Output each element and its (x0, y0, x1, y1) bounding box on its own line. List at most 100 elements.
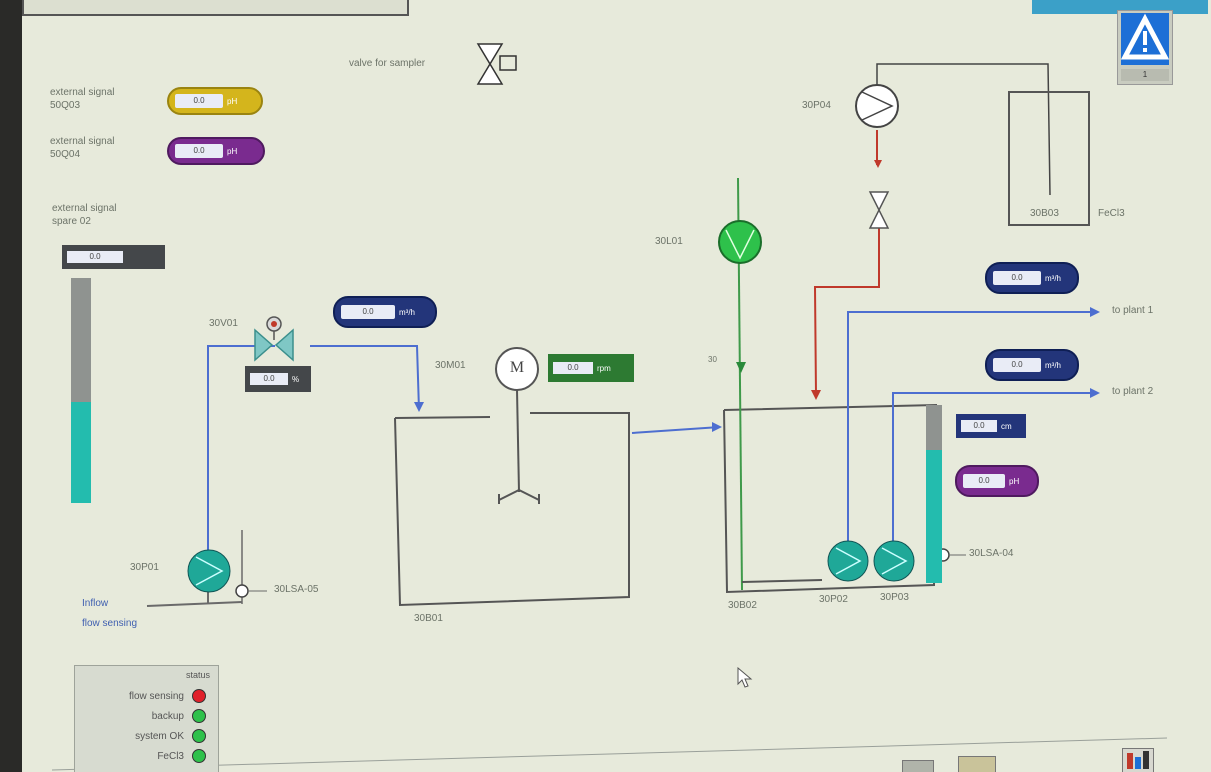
pipe-red-dosing (813, 225, 880, 396)
display-flow-plant1-unit: m³/h (1045, 273, 1061, 283)
display-flow-plant2-value: 0.0 (993, 358, 1041, 372)
label-small-marker: 30 (708, 355, 717, 364)
toolbar-icon-1[interactable] (902, 760, 934, 772)
label-30P01: 30P01 (130, 562, 159, 573)
label-30P04: 30P04 (802, 100, 831, 111)
display-valve-position[interactable]: 0.0 % (245, 366, 311, 392)
alarm-count: 1 (1121, 69, 1169, 81)
display-level-value: 0.0 (961, 420, 997, 432)
pipe-to-plant-1 (847, 311, 1097, 545)
status-row: flow sensing (75, 686, 218, 706)
status-label: FeCl3 (157, 750, 184, 762)
pump-30P02 (827, 540, 869, 582)
pipe-30B01-to-30B02 (631, 426, 721, 434)
label-30P03: 30P03 (880, 592, 909, 603)
tank-fecl3 (1008, 91, 1090, 226)
display-ext-signal-1[interactable]: 0.0 pH (167, 87, 263, 115)
status-panel-title: status (185, 670, 210, 680)
level-bar-left (71, 278, 91, 503)
label-ext-signal-3: external signal spare 02 (52, 203, 117, 227)
label-flow-sensing: flow sensing (82, 618, 138, 629)
scada-screen: 1 (22, 0, 1211, 772)
status-list: flow sensing backup system OK FeCl3 (75, 686, 218, 766)
display-ext-signal-2[interactable]: 0.0 pH (167, 137, 265, 165)
label-ext-signal-1: external signal 50Q03 (50, 87, 115, 111)
tank-30B02 (723, 403, 938, 594)
label-30M01: 30M01 (435, 360, 466, 371)
display-flow-30V01-value: 0.0 (341, 305, 395, 319)
status-label: system OK (135, 730, 184, 742)
valve-sampler (476, 43, 504, 66)
display-level-unit: cm (1001, 421, 1012, 431)
display-flow-plant2-unit: m³/h (1045, 360, 1061, 370)
level-bar-30B02-fill (926, 449, 942, 583)
display-valve-pos-unit: % (292, 374, 300, 384)
sensor-30LSA05-marker (235, 584, 249, 598)
label-to-plant-1: to plant 1 (1112, 305, 1154, 316)
display-ext1-unit: pH (227, 96, 238, 106)
display-ext2-unit: pH (227, 146, 238, 156)
display-level-30B02[interactable]: 0.0 cm (956, 414, 1026, 438)
label-30B01: 30B01 (414, 613, 443, 624)
valve-fecl3 (868, 191, 890, 212)
tank-30B01 (394, 412, 630, 607)
display-ph-unit: pH (1009, 476, 1020, 486)
label-30LSA05: 30LSA-05 (274, 584, 319, 595)
arrow-to-30B01 (414, 402, 424, 412)
status-label: flow sensing (128, 690, 184, 702)
status-indicator-icon (192, 749, 206, 763)
status-indicator-icon (192, 729, 206, 743)
toolbar-icon-2[interactable] (958, 756, 996, 772)
pipe-inflow (207, 345, 275, 552)
top-panel-fragment (22, 0, 409, 16)
process-diagram (51, 43, 1168, 771)
display-motor-speed[interactable]: 0.0 rpm (548, 354, 634, 382)
mouse-cursor (737, 666, 753, 694)
label-fecl3: FeCl3 (1098, 208, 1125, 219)
status-row: FeCl3 (75, 746, 218, 766)
pipe-to-plant-2 (892, 392, 1097, 545)
display-ext-signal-3[interactable]: 0.0 (62, 245, 165, 269)
display-ext3-value: 0.0 (67, 251, 123, 263)
display-flow-plant1-value: 0.0 (993, 271, 1041, 285)
status-label: backup (151, 710, 184, 722)
pump-30P01 (187, 549, 231, 593)
display-ph-value: 0.0 (963, 474, 1005, 488)
display-flow-plant-1[interactable]: 0.0 m³/h (985, 262, 1079, 294)
display-motor-speed-value: 0.0 (553, 362, 593, 374)
display-valve-pos-value: 0.0 (250, 373, 288, 385)
display-ph-30B02[interactable]: 0.0 pH (955, 465, 1039, 497)
label-to-plant-2: to plant 2 (1112, 386, 1154, 397)
pump-30L01 (718, 220, 762, 264)
display-ext2-value: 0.0 (175, 144, 223, 158)
label-30LSA04: 30LSA-04 (969, 548, 1014, 559)
status-indicator-icon (192, 689, 206, 703)
label-30P02: 30P02 (819, 594, 848, 605)
display-flow-30V01-unit: m³/h (399, 307, 415, 317)
label-inflow: Inflow (82, 598, 109, 609)
pump-30P04 (855, 84, 899, 128)
pump-30P03 (873, 540, 915, 582)
label-30L01: 30L01 (655, 236, 683, 247)
level-bar-30B02 (926, 405, 942, 583)
motor-30M01 (495, 347, 539, 391)
display-ext1-value: 0.0 (175, 94, 223, 108)
level-bar-left-fill (71, 401, 91, 503)
motor-symbol: M (509, 359, 525, 376)
label-30V01: 30V01 (209, 318, 238, 329)
alarm-button[interactable]: 1 (1117, 10, 1173, 85)
valve-30V01 (254, 328, 274, 362)
toolbar-icon-3[interactable] (1122, 748, 1154, 772)
label-30B03: 30B03 (1030, 208, 1059, 219)
display-flow-30V01[interactable]: 0.0 m³/h (333, 296, 437, 328)
status-row: backup (75, 706, 218, 726)
display-flow-plant-2[interactable]: 0.0 m³/h (985, 349, 1079, 381)
label-30B02: 30B02 (728, 600, 757, 611)
pipe-to-30B01 (310, 345, 420, 411)
status-panel: status flow sensing backup system OK FeCl3 (74, 665, 219, 772)
label-valve-sampler: valve for sampler (349, 58, 426, 69)
pipe-inflow-bottom (146, 601, 243, 607)
warning-icon (1120, 13, 1170, 65)
label-ext-signal-2: external signal 50Q04 (50, 136, 115, 160)
status-indicator-icon (192, 709, 206, 723)
